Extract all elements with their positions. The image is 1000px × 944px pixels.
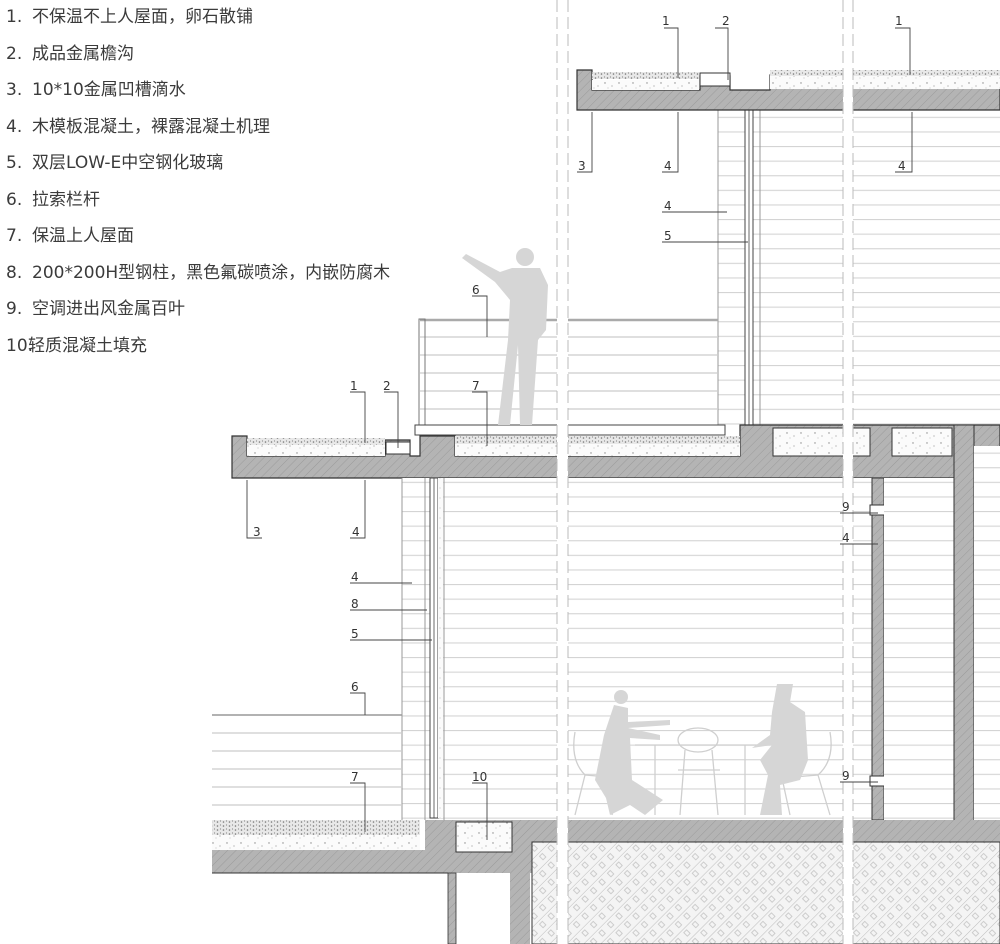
lower-glass-wall (429, 477, 443, 819)
dining-scene-figures (573, 684, 832, 816)
callout-labels: 1 2 1 3 4 4 4 5 1 2 7 6 3 4 4 8 5 6 7 10… (253, 14, 906, 784)
callout-5-upper-glass: 5 (664, 229, 672, 243)
legend-item-9: 9.空调进出风金属百叶 (6, 299, 185, 319)
legend-item-1: 1.不保温不上人屋面，卵石散铺 (6, 7, 253, 27)
legend-item-8: 8.200*200H型钢柱，黑色氟碳喷涂，内嵌防腐木 (6, 262, 391, 283)
legend-item-10: 10.轻质混凝土填充 (6, 335, 147, 356)
callout-3-top: 3 (578, 159, 586, 173)
lower-railing (212, 714, 402, 806)
callout-4-right-wall: 4 (842, 531, 850, 545)
material-legend: 1.不保温不上人屋面，卵石散铺 2.成品金属檐沟 3.10*10金属凹槽滴水 4… (6, 2, 390, 367)
ground-slab (212, 820, 1000, 944)
legend-item-7: 7.保温上人屋面 (6, 226, 134, 246)
callout-6-lower: 6 (351, 680, 359, 694)
break-lines (556, 0, 854, 944)
callout-2-mid: 2 (383, 379, 391, 393)
top-roof-slab (576, 69, 1000, 111)
callout-8-lower: 8 (351, 597, 359, 611)
mid-roof-slab (231, 424, 1000, 479)
legend-item-3: 3.10*10金属凹槽滴水 (6, 80, 186, 100)
callout-1-mid: 1 (350, 379, 358, 393)
callout-9-upper-louver: 9 (842, 500, 850, 514)
callout-4-upper-wall: 4 (664, 199, 672, 213)
upper-wall-planks (717, 110, 1000, 425)
callout-7-lower: 7 (351, 770, 359, 784)
legend-item-2: 2.成品金属檐沟 (6, 43, 134, 64)
legend-item-6: 6.拉索栏杆 (6, 189, 100, 210)
callout-5-lower: 5 (351, 627, 359, 641)
callout-4-lower: 4 (351, 570, 359, 584)
legend-item-4: 4.木模板混凝土，裸露混凝土机理 (6, 116, 270, 137)
standing-person-figure (462, 248, 548, 425)
callout-1-top: 1 (662, 14, 670, 28)
legend-item-5: 5.双层LOW-E中空钢化玻璃 (6, 153, 224, 173)
callout-2-top: 2 (722, 14, 730, 28)
right-structure (869, 424, 1000, 896)
callout-6-mid: 6 (472, 283, 480, 297)
callout-4-top: 4 (664, 159, 672, 173)
callout-7-mid: 7 (472, 379, 480, 393)
callout-9-lower-louver: 9 (842, 769, 850, 783)
terrace-railing (418, 318, 718, 430)
upper-glass-wall (744, 109, 754, 426)
callout-leaders (246, 27, 913, 840)
callout-3-mid: 3 (253, 525, 261, 539)
callout-4-top-right: 4 (898, 159, 906, 173)
callout-4-mid: 4 (352, 525, 360, 539)
callout-1-top-right: 1 (895, 14, 903, 28)
callout-10-lower: 10 (472, 770, 487, 784)
